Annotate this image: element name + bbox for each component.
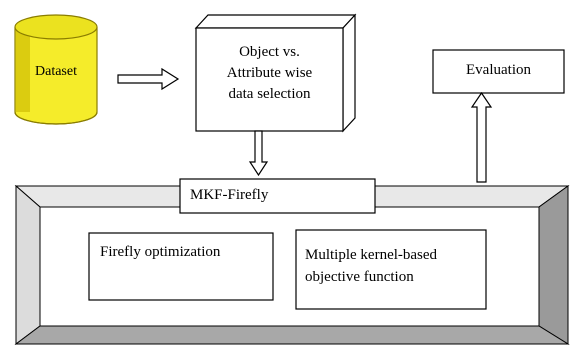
firefly-box <box>88 232 274 301</box>
cylinder-bottom <box>14 111 98 125</box>
firefly-label: Firefly optimization <box>100 244 221 260</box>
arrow-dataset-to-selection <box>117 67 180 91</box>
selection-label-line-2: Attribute wise <box>226 65 313 81</box>
selection-label-line-1: Object vs. <box>239 44 300 60</box>
objective-label-line-1: Multiple kernel-based <box>305 247 438 263</box>
selection-box-side <box>342 13 356 133</box>
evaluation-label: Evaluation <box>466 62 531 78</box>
objective-label: Multiple kernel-based objective function <box>296 244 495 288</box>
bevel-left <box>15 184 41 345</box>
selection-label-line-3: data selection <box>228 86 311 102</box>
objective-box <box>295 229 487 310</box>
mkf-title-label: MKF-Firefly <box>190 187 269 203</box>
evaluation-box <box>432 49 565 94</box>
objective-label-line-2: objective function <box>305 269 414 285</box>
arrow-mkf-to-evaluation <box>470 91 493 183</box>
selection-box-front <box>195 27 344 132</box>
mkf-title-box <box>179 178 376 214</box>
dataset-cylinder <box>14 14 98 125</box>
cylinder-top <box>14 14 98 40</box>
bevel-right <box>538 185 569 345</box>
selection-box <box>194 13 357 133</box>
dataset-label: Dataset <box>35 64 77 79</box>
arrow-selection-to-mkf <box>248 130 269 177</box>
bevel-bottom <box>14 325 570 345</box>
selection-label: Object vs. Attribute wise data selection <box>196 42 343 105</box>
cylinder-shade <box>16 27 30 112</box>
selection-box-top <box>194 14 357 29</box>
